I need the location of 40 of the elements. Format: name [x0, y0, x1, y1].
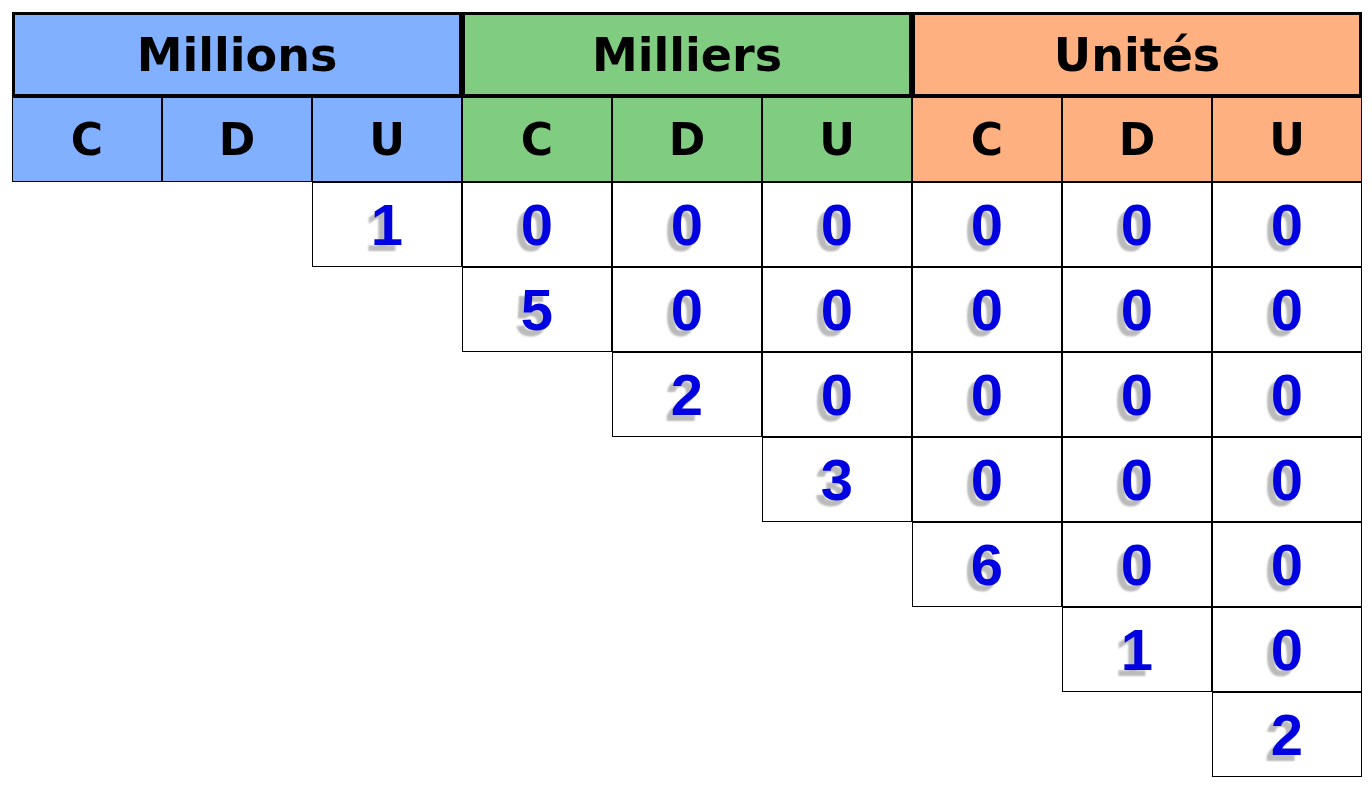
digit-cell: 0: [1212, 352, 1362, 437]
digit-cell: 0: [1062, 267, 1212, 352]
digit-cell: 1: [312, 182, 462, 267]
digit-cell: 6: [912, 522, 1062, 607]
column-header: C: [12, 97, 162, 182]
digit-cell: 2: [612, 352, 762, 437]
group-header: Unités: [912, 12, 1362, 97]
digit-cell: 0: [912, 437, 1062, 522]
digit-cell: 0: [1212, 267, 1362, 352]
digit-cell: 0: [1062, 352, 1212, 437]
column-header: U: [312, 97, 462, 182]
digit-cell: 0: [912, 267, 1062, 352]
digit-cell: 0: [612, 267, 762, 352]
column-header: U: [762, 97, 912, 182]
digit-cell: 0: [1062, 182, 1212, 267]
digit-cell: 0: [612, 182, 762, 267]
digit-cell: 0: [1062, 437, 1212, 522]
digit-cell: 0: [912, 182, 1062, 267]
group-header: Milliers: [462, 12, 912, 97]
digit-cell: 0: [1212, 182, 1362, 267]
column-header: C: [462, 97, 612, 182]
digit-cell: 0: [762, 267, 912, 352]
digit-cell: 0: [1212, 607, 1362, 692]
column-header: C: [912, 97, 1062, 182]
digit-cell: 0: [462, 182, 612, 267]
column-header: D: [612, 97, 762, 182]
digit-cell: 0: [1212, 437, 1362, 522]
digit-cell: 5: [462, 267, 612, 352]
column-header: D: [1062, 97, 1212, 182]
digit-cell: 0: [912, 352, 1062, 437]
column-header: U: [1212, 97, 1362, 182]
digit-cell: 0: [1062, 522, 1212, 607]
digit-cell: 1: [1062, 607, 1212, 692]
digit-cell: 2: [1212, 692, 1362, 777]
digit-cell: 0: [762, 182, 912, 267]
column-header: D: [162, 97, 312, 182]
digit-cell: 0: [762, 352, 912, 437]
digit-cell: 0: [1212, 522, 1362, 607]
digit-cell: 3: [762, 437, 912, 522]
group-header: Millions: [12, 12, 462, 97]
